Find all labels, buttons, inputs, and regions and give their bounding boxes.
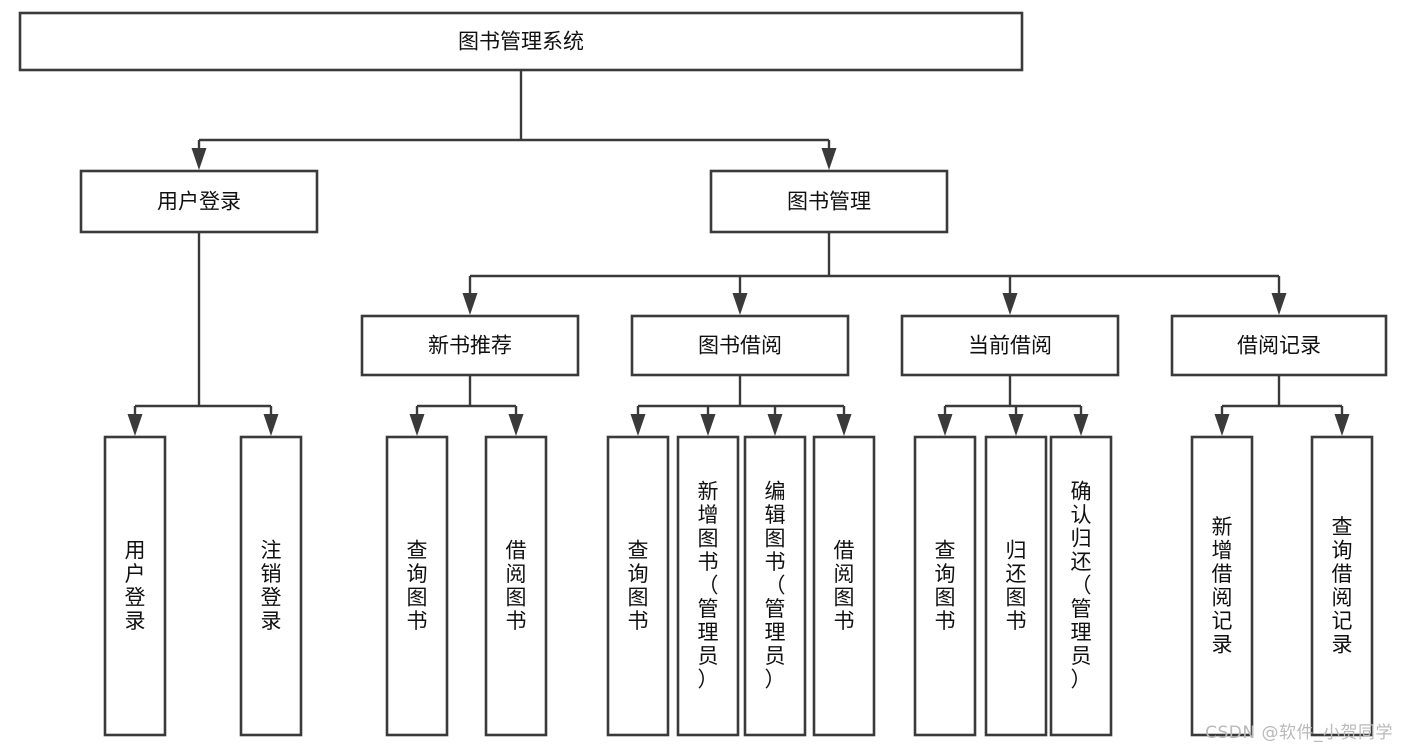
node-current-borrow-rect [900, 314, 1120, 377]
node-current-borrow-label: 当前借阅 [968, 334, 1052, 358]
node-leaf-add-book-rect [676, 435, 740, 737]
node-leaf-query-book-2[interactable]: 查询图书 [606, 435, 670, 737]
node-leaf-query-book-3-label: 查询图书 [935, 538, 956, 633]
arrow-head-icon [1073, 414, 1089, 436]
node-leaf-confirm-return[interactable]: 确认归还（管理员） [1049, 435, 1113, 737]
node-leaf-query-borrow-record-label: 查询借阅记录 [1332, 515, 1353, 657]
node-book-management-label: 图书管理 [787, 190, 871, 214]
node-leaf-user-login-label: 用户登录 [125, 538, 146, 633]
node-leaf-query-borrow-record[interactable]: 查询借阅记录 [1310, 435, 1374, 737]
arrow-head-icon [700, 414, 716, 436]
node-leaf-query-book-1-rect [385, 435, 449, 737]
node-leaf-borrow-book-2[interactable]: 借阅图书 [812, 435, 876, 737]
node-leaf-query-book-3[interactable]: 查询图书 [913, 435, 977, 737]
node-leaf-user-login[interactable]: 用户登录 [103, 435, 167, 737]
node-leaf-return-book-rect [984, 435, 1048, 737]
arrow-head-icon [508, 414, 524, 436]
arrow-head-icon [821, 148, 837, 170]
node-leaf-return-book-label: 归还图书 [1006, 538, 1027, 633]
node-leaf-borrow-book-1[interactable]: 借阅图书 [484, 435, 548, 737]
arrow-head-icon [263, 414, 279, 436]
node-borrow-record[interactable]: 借阅记录 [1170, 314, 1388, 377]
node-leaf-edit-book[interactable]: 编辑图书（管理员） [743, 435, 807, 737]
node-leaf-query-borrow-record-rect [1310, 435, 1374, 737]
arrow-head-icon [1008, 414, 1024, 436]
node-leaf-borrow-book-2-rect [812, 435, 876, 737]
arrow-head-icon [1271, 293, 1287, 315]
node-leaf-user-logout-label: 注销登录 [261, 538, 282, 633]
arrow-head-icon [127, 414, 143, 436]
node-new-book-recommend-label: 新书推荐 [428, 334, 512, 358]
arrow-head-icon [630, 414, 646, 436]
node-leaf-borrow-book-2-label: 借阅图书 [834, 538, 855, 633]
node-leaf-query-book-1[interactable]: 查询图书 [385, 435, 449, 737]
node-leaf-borrow-book-1-rect [484, 435, 548, 737]
watermark-text: CSDN @软件_小贺同学 [1205, 723, 1393, 743]
node-leaf-user-logout[interactable]: 注销登录 [239, 435, 303, 737]
arrow-head-icon [191, 148, 207, 170]
node-current-borrow[interactable]: 当前借阅 [900, 314, 1120, 377]
node-user-login-label: 用户登录 [157, 190, 241, 214]
node-leaf-add-book[interactable]: 新增图书（管理员） [676, 435, 740, 737]
node-book-borrow-label: 图书借阅 [698, 334, 782, 358]
node-new-book-recommend-rect [360, 314, 580, 377]
node-root-rect [18, 11, 1024, 72]
node-book-borrow-rect [630, 314, 850, 377]
node-leaf-return-book[interactable]: 归还图书 [984, 435, 1048, 737]
node-new-book-recommend[interactable]: 新书推荐 [360, 314, 580, 377]
node-book-management-rect [709, 169, 949, 234]
node-leaf-query-book-2-rect [606, 435, 670, 737]
node-book-borrow[interactable]: 图书借阅 [630, 314, 850, 377]
node-leaf-confirm-return-label: 确认归还（管理员） [1071, 480, 1092, 692]
node-leaf-add-borrow-record-rect [1190, 435, 1254, 737]
arrow-head-icon [937, 414, 953, 436]
node-leaf-user-logout-rect [239, 435, 303, 737]
node-leaf-query-book-2-label: 查询图书 [628, 538, 649, 633]
node-leaf-confirm-return-rect [1049, 435, 1113, 737]
arrow-head-icon [462, 293, 478, 315]
arrow-head-icon [1334, 414, 1350, 436]
node-root[interactable]: 图书管理系统 [18, 11, 1024, 72]
node-user-login-rect [79, 169, 319, 234]
node-leaf-edit-book-label: 编辑图书（管理员） [765, 480, 786, 692]
node-leaf-user-login-rect [103, 435, 167, 737]
node-user-login[interactable]: 用户登录 [79, 169, 319, 234]
node-leaf-add-borrow-record[interactable]: 新增借阅记录 [1190, 435, 1254, 737]
node-borrow-record-label: 借阅记录 [1237, 334, 1321, 358]
node-book-management[interactable]: 图书管理 [709, 169, 949, 234]
arrow-head-icon [836, 414, 852, 436]
arrow-head-icon [1214, 414, 1230, 436]
connector-lines [127, 70, 1350, 436]
node-leaf-edit-book-rect [743, 435, 807, 737]
node-borrow-record-rect [1170, 314, 1388, 377]
arrow-head-icon [1002, 293, 1018, 315]
arrow-head-icon [732, 293, 748, 315]
arrow-head-icon [767, 414, 783, 436]
node-root-label: 图书管理系统 [458, 30, 584, 54]
node-leaf-add-book-label: 新增图书（管理员） [698, 480, 719, 692]
node-leaf-borrow-book-1-label: 借阅图书 [506, 538, 527, 633]
node-leaf-query-book-1-label: 查询图书 [407, 538, 428, 633]
arrow-head-icon [409, 414, 425, 436]
node-leaf-query-book-3-rect [913, 435, 977, 737]
node-boxes: 图书管理系统用户登录图书管理新书推荐图书借阅当前借阅借阅记录用户登录注销登录查询… [18, 11, 1388, 737]
node-leaf-add-borrow-record-label: 新增借阅记录 [1212, 515, 1233, 657]
